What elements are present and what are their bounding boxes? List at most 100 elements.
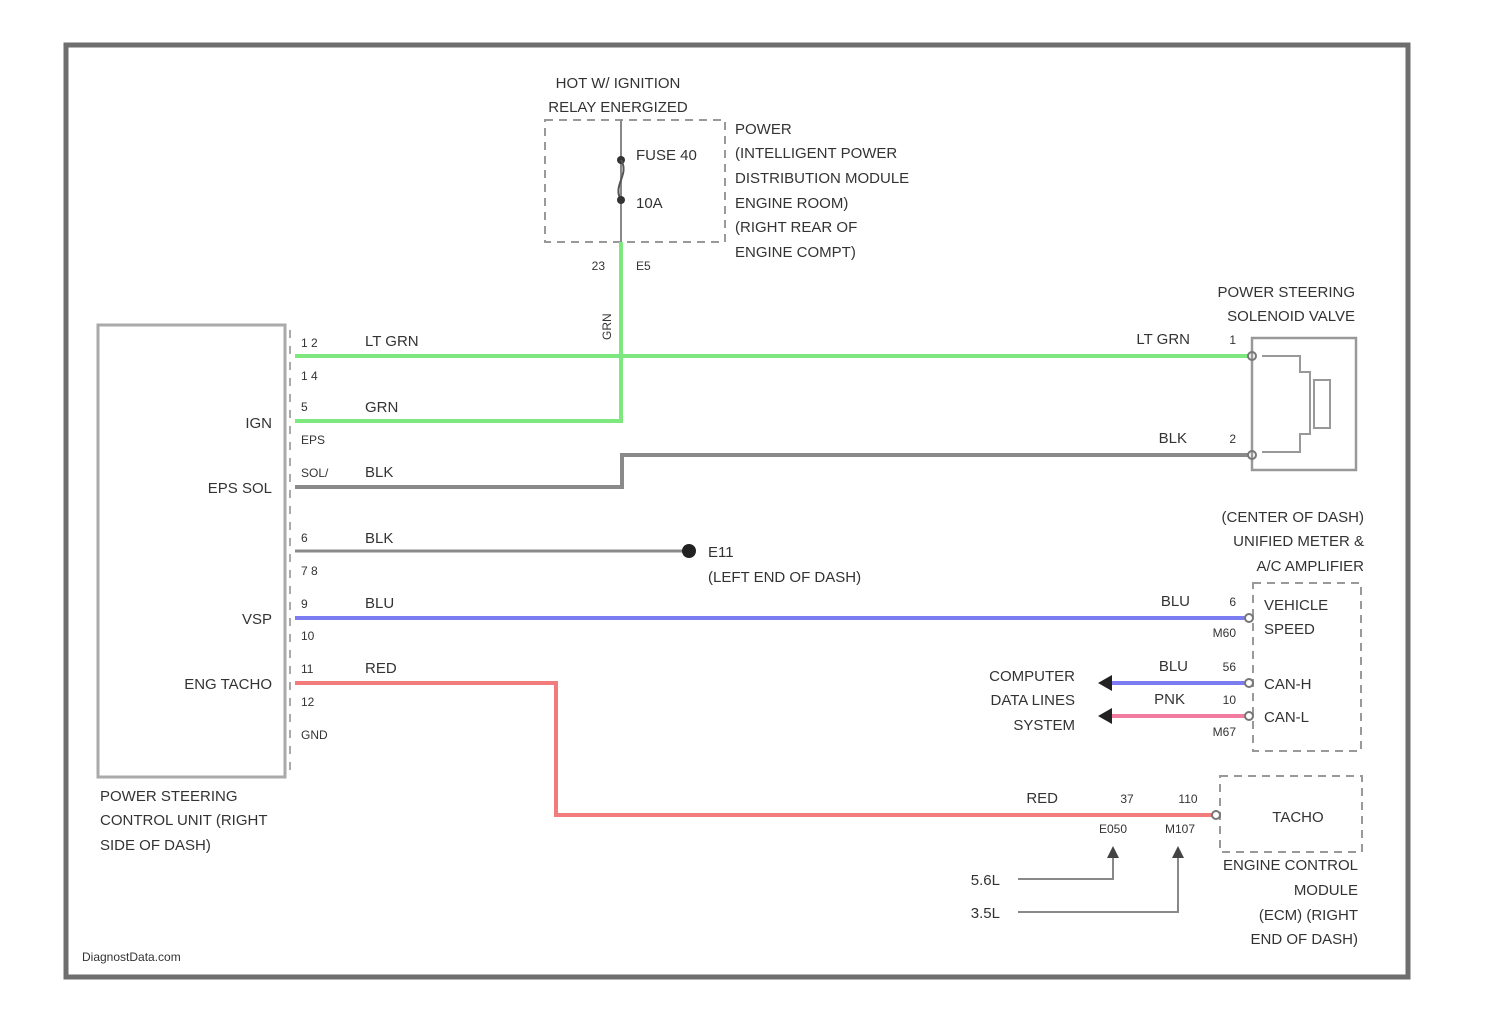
cdl-line1: COMPUTER bbox=[989, 668, 1075, 685]
fuse-desc-3: DISTRIBUTION MODULE bbox=[735, 170, 909, 187]
ecu-pin-12: 12 bbox=[301, 695, 315, 709]
ecm-name-line4: END OF DASH) bbox=[1250, 931, 1358, 948]
ecu-pin-7-8: 7 8 bbox=[301, 564, 318, 578]
meter-pin-vsp: 6 bbox=[1229, 595, 1236, 609]
wires bbox=[295, 242, 1248, 815]
meter-conn-can: M67 bbox=[1213, 725, 1237, 739]
label-lt-grn-right: LT GRN bbox=[1136, 331, 1190, 348]
label-blk-ground: BLK bbox=[365, 530, 393, 547]
fuse-box: HOT W/ IGNITION RELAY ENERGIZED FUSE 40 … bbox=[545, 75, 909, 273]
ecu-name-line3: SIDE OF DASH) bbox=[100, 837, 211, 854]
label-can-blu: BLU bbox=[1159, 658, 1188, 675]
fuse-pin-right: E5 bbox=[636, 259, 651, 273]
ecm-name-line2: MODULE bbox=[1294, 882, 1358, 899]
meter-pin-canl: 10 bbox=[1223, 693, 1237, 707]
ecu-pin-1-4: 1 4 bbox=[301, 369, 318, 383]
ecm-name-line3: (ECM) (RIGHT bbox=[1259, 907, 1358, 924]
ecu-pin-6: 6 bbox=[301, 531, 308, 545]
label-grn-vertical: GRN bbox=[600, 313, 614, 340]
ecu-name-line2: CONTROL UNIT (RIGHT bbox=[100, 812, 268, 829]
power-steering-control-unit: IGN EPS SOL VSP ENG TACHO 1 2 1 4 5 EPS … bbox=[98, 325, 329, 854]
valve-pin-1: 1 bbox=[1229, 333, 1236, 347]
cdl-line3: SYSTEM bbox=[1013, 717, 1075, 734]
ecm-engine-b: 3.5L bbox=[971, 905, 1000, 922]
ecu-pin-5: 5 bbox=[301, 400, 308, 414]
ecm-variant-b-arrow-icon bbox=[1172, 846, 1184, 858]
can-h-arrow-icon bbox=[1098, 675, 1112, 691]
ecu-label-eng-tacho: ENG TACHO bbox=[184, 676, 272, 693]
ecm-engine-a: 5.6L bbox=[971, 872, 1000, 889]
meter-canl-node bbox=[1245, 712, 1253, 720]
solenoid-valve: POWER STEERING SOLENOID VALVE 1 2 bbox=[1217, 284, 1356, 470]
fuse-box-outline bbox=[545, 120, 725, 242]
ecm-tacho: TACHO bbox=[1272, 809, 1323, 826]
ground-icon bbox=[682, 544, 696, 558]
can-l-arrow-icon bbox=[1098, 708, 1112, 724]
label-blk-sol-right: BLK bbox=[1159, 430, 1187, 447]
watermark: DiagnostData.com bbox=[82, 950, 181, 964]
label-blu-left: BLU bbox=[365, 595, 394, 612]
label-blu-right: BLU bbox=[1161, 593, 1190, 610]
meter-vehicle-speed-2: SPEED bbox=[1264, 621, 1315, 638]
label-can-pnk: PNK bbox=[1154, 691, 1185, 708]
fuse-rating: 10A bbox=[636, 195, 663, 212]
meter-name-line3: A/C AMPLIFIER bbox=[1256, 558, 1364, 575]
ecm-name-line1: ENGINE CONTROL bbox=[1223, 857, 1358, 874]
meter-vehicle-speed-1: VEHICLE bbox=[1264, 597, 1328, 614]
meter-pin-canh: 56 bbox=[1223, 660, 1237, 674]
meter-vsp-node bbox=[1245, 614, 1253, 622]
fuse-node-bottom bbox=[617, 196, 625, 204]
ecu-label-eps-sol: EPS SOL bbox=[208, 480, 272, 497]
ecu-pin-11: 11 bbox=[301, 662, 314, 676]
cdl-line2: DATA LINES bbox=[991, 692, 1075, 709]
ecu-pin-eps: EPS bbox=[301, 433, 325, 447]
fuse-name: FUSE 40 bbox=[636, 147, 697, 164]
label-red-right: RED bbox=[1026, 790, 1058, 807]
label-grn: GRN bbox=[365, 399, 398, 416]
meter-can-h: CAN-H bbox=[1264, 676, 1312, 693]
ground-code: E11 bbox=[708, 544, 734, 561]
wire-blk-solenoid bbox=[295, 455, 1248, 487]
valve-pin-2: 2 bbox=[1229, 432, 1236, 446]
meter-name-line2: UNIFIED METER & bbox=[1233, 533, 1364, 550]
fuse-header-line1: HOT W/ IGNITION bbox=[556, 75, 681, 92]
label-lt-grn-left: LT GRN bbox=[365, 333, 419, 350]
ecu-label-vsp: VSP bbox=[242, 611, 272, 628]
ecu-pin-1-2: 1 2 bbox=[301, 336, 318, 350]
ecm-pin-a: 37 bbox=[1120, 792, 1134, 806]
wire-grn bbox=[295, 242, 621, 421]
ecm-pin-b: 110 bbox=[1178, 792, 1197, 806]
meter-can-l: CAN-L bbox=[1264, 709, 1309, 726]
ground-location: (LEFT END OF DASH) bbox=[708, 569, 861, 586]
ecu-pin-9: 9 bbox=[301, 597, 308, 611]
meter-name-line1: (CENTER OF DASH) bbox=[1222, 509, 1365, 526]
ground-point: E11 (LEFT END OF DASH) bbox=[682, 544, 861, 586]
fuse-desc-4: ENGINE ROOM) bbox=[735, 195, 848, 212]
ecm-conn-a: E050 bbox=[1099, 822, 1127, 836]
fuse-desc-5: (RIGHT REAR OF bbox=[735, 219, 857, 236]
ecu-pin-gnd: GND bbox=[301, 728, 328, 742]
ecm-tacho-node bbox=[1212, 811, 1220, 819]
valve-name-line2: SOLENOID VALVE bbox=[1227, 308, 1355, 325]
meter-canh-node bbox=[1245, 679, 1253, 687]
ecm-conn-b: M107 bbox=[1165, 822, 1195, 836]
fuse-desc-6: ENGINE COMPT) bbox=[735, 244, 856, 261]
ecm-variant-a-arrow-icon bbox=[1107, 846, 1119, 858]
valve-coil-winding bbox=[1314, 380, 1330, 428]
valve-name-line1: POWER STEERING bbox=[1217, 284, 1355, 301]
ecm-variant-b-leader bbox=[1018, 852, 1178, 912]
computer-data-lines: COMPUTER DATA LINES SYSTEM bbox=[989, 668, 1112, 734]
ecu-box bbox=[98, 325, 285, 777]
meter-conn-vsp: M60 bbox=[1213, 626, 1237, 640]
ecu-pin-10: 10 bbox=[301, 629, 315, 643]
fuse-desc-2: (INTELLIGENT POWER bbox=[735, 145, 897, 162]
ecu-name-line1: POWER STEERING bbox=[100, 788, 238, 805]
ecu-pin-sol: SOL/ bbox=[301, 466, 329, 480]
fuse-desc-1: POWER bbox=[735, 121, 792, 138]
label-blk-sol: BLK bbox=[365, 464, 393, 481]
ecm-variant-a-leader bbox=[1018, 852, 1113, 879]
ecu-label-ign: IGN bbox=[245, 415, 272, 432]
fuse-pin-left: 23 bbox=[592, 259, 606, 273]
